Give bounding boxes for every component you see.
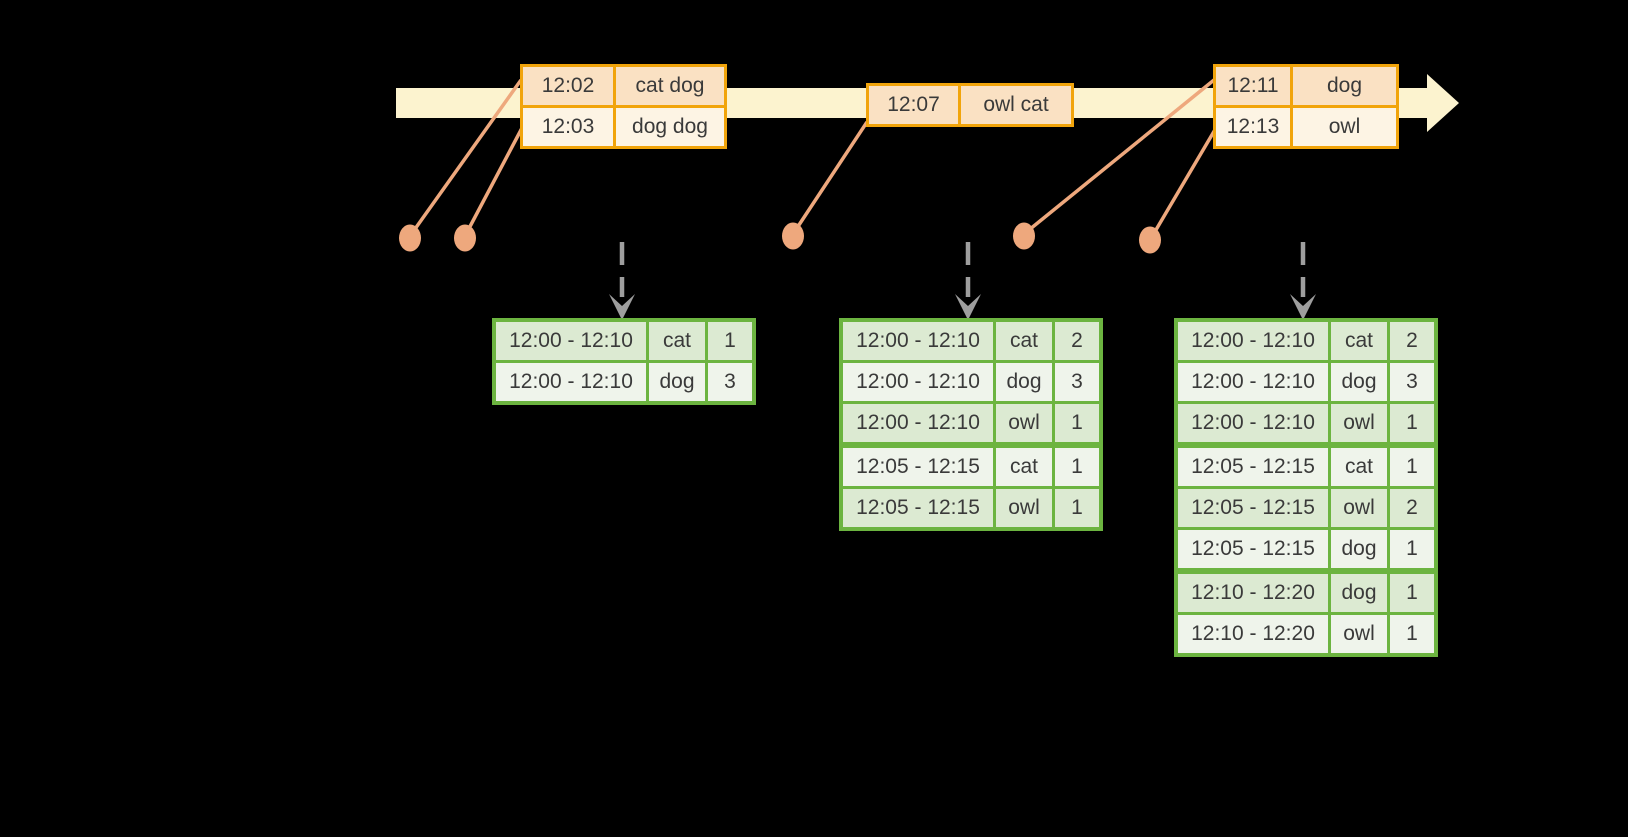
- count-cell: 2: [1387, 486, 1438, 530]
- count-cell: 1: [705, 318, 756, 363]
- word-cell: cat: [1328, 318, 1390, 363]
- window-cell: 12:00 - 12:10: [839, 360, 996, 404]
- table-row: 12:13 owl: [1213, 105, 1399, 149]
- word-cell: dog: [1328, 360, 1390, 404]
- trigger-arrow-icon: [609, 242, 635, 320]
- event-table-1: 12:02 cat dog 12:03 dog dog: [520, 64, 727, 149]
- word-cell: dog: [1328, 527, 1390, 573]
- count-cell: 1: [1387, 442, 1438, 489]
- event-dot: [782, 222, 804, 250]
- word-cell: dog: [646, 360, 708, 405]
- table-row: 12:10 - 12:20 dog 1: [1174, 568, 1438, 615]
- result-table-3: 12:00 - 12:10 cat 2 12:00 - 12:10 dog 3 …: [1174, 318, 1438, 657]
- window-cell: 12:05 - 12:15: [1174, 442, 1331, 489]
- window-cell: 12:00 - 12:10: [839, 318, 996, 363]
- result-table-2: 12:00 - 12:10 cat 2 12:00 - 12:10 dog 3 …: [839, 318, 1103, 531]
- event-table-3: 12:11 dog 12:13 owl: [1213, 64, 1399, 149]
- event-time-cell: 12:13: [1213, 105, 1293, 149]
- table-row: 12:05 - 12:15 owl 1: [839, 486, 1103, 531]
- event-time-cell: 12:07: [866, 83, 961, 127]
- window-cell: 12:00 - 12:10: [1174, 401, 1331, 447]
- table-row: 12:00 - 12:10 dog 3: [839, 360, 1103, 404]
- table-row: 12:05 - 12:15 cat 1: [1174, 442, 1438, 489]
- count-cell: 2: [1387, 318, 1438, 363]
- word-cell: owl: [993, 401, 1055, 447]
- event-connectors: [408, 78, 1218, 241]
- count-cell: 2: [1052, 318, 1103, 363]
- table-row: 12:03 dog dog: [520, 105, 727, 149]
- table-row: 12:07 owl cat: [866, 83, 1074, 127]
- word-cell: owl: [993, 486, 1055, 531]
- word-cell: cat: [1328, 442, 1390, 489]
- word-cell: owl: [1328, 486, 1390, 530]
- event-time-cell: 12:03: [520, 105, 616, 149]
- word-cell: cat: [993, 318, 1055, 363]
- count-cell: 1: [1052, 442, 1103, 489]
- window-cell: 12:05 - 12:15: [1174, 486, 1331, 530]
- window-cell: 12:00 - 12:10: [1174, 318, 1331, 363]
- window-cell: 12:00 - 12:10: [1174, 360, 1331, 404]
- table-row: 12:00 - 12:10 dog 3: [1174, 360, 1438, 404]
- event-dot: [454, 224, 476, 252]
- event-words-cell: owl cat: [958, 83, 1074, 127]
- window-cell: 12:10 - 12:20: [1174, 612, 1331, 657]
- count-cell: 3: [1052, 360, 1103, 404]
- event-words-cell: dog: [1290, 64, 1399, 108]
- event-time-cell: 12:11: [1213, 64, 1293, 108]
- word-cell: owl: [1328, 401, 1390, 447]
- event-connector-line: [1148, 127, 1218, 241]
- event-connector-line: [463, 127, 524, 237]
- count-cell: 1: [1387, 612, 1438, 657]
- count-cell: 1: [1052, 401, 1103, 447]
- count-cell: 1: [1387, 568, 1438, 615]
- event-words-cell: dog dog: [613, 105, 727, 149]
- count-cell: 3: [705, 360, 756, 405]
- count-cell: 1: [1387, 527, 1438, 573]
- table-row: 12:05 - 12:15 cat 1: [839, 442, 1103, 489]
- event-table-2: 12:07 owl cat: [866, 83, 1074, 127]
- table-row: 12:05 - 12:15 owl 2: [1174, 486, 1438, 530]
- word-cell: dog: [1328, 568, 1390, 615]
- window-cell: 12:05 - 12:15: [839, 442, 996, 489]
- trigger-arrow-icon: [1290, 242, 1316, 320]
- event-time-cell: 12:02: [520, 64, 616, 108]
- table-row: 12:02 cat dog: [520, 64, 727, 108]
- word-cell: owl: [1328, 612, 1390, 657]
- window-cell: 12:00 - 12:10: [839, 401, 996, 447]
- word-cell: cat: [993, 442, 1055, 489]
- window-cell: 12:10 - 12:20: [1174, 568, 1331, 615]
- word-cell: dog: [993, 360, 1055, 404]
- count-cell: 3: [1387, 360, 1438, 404]
- event-dot: [399, 224, 421, 252]
- trigger-arrow-icon: [955, 242, 981, 320]
- event-dot: [1013, 222, 1035, 250]
- event-connector-line: [791, 121, 869, 235]
- table-row: 12:00 - 12:10 cat 2: [839, 318, 1103, 363]
- event-dot: [1139, 226, 1161, 254]
- table-row: 12:11 dog: [1213, 64, 1399, 108]
- table-row: 12:05 - 12:15 dog 1: [1174, 527, 1438, 573]
- count-cell: 1: [1052, 486, 1103, 531]
- count-cell: 1: [1387, 401, 1438, 447]
- event-words-cell: cat dog: [613, 64, 727, 108]
- table-row: 12:10 - 12:20 owl 1: [1174, 612, 1438, 657]
- table-row: 12:00 - 12:10 owl 1: [1174, 401, 1438, 447]
- event-dots: [399, 222, 1161, 254]
- window-cell: 12:00 - 12:10: [492, 360, 649, 405]
- table-row: 12:00 - 12:10 cat 2: [1174, 318, 1438, 363]
- window-cell: 12:05 - 12:15: [839, 486, 996, 531]
- result-table-1: 12:00 - 12:10 cat 1 12:00 - 12:10 dog 3: [492, 318, 756, 405]
- event-words-cell: owl: [1290, 105, 1399, 149]
- window-cell: 12:00 - 12:10: [492, 318, 649, 363]
- event-connector-line: [1022, 78, 1216, 236]
- table-row: 12:00 - 12:10 dog 3: [492, 360, 756, 405]
- table-row: 12:00 - 12:10 owl 1: [839, 401, 1103, 447]
- event-connector-line: [408, 78, 523, 238]
- word-cell: cat: [646, 318, 708, 363]
- table-row: 12:00 - 12:10 cat 1: [492, 318, 756, 363]
- window-cell: 12:05 - 12:15: [1174, 527, 1331, 573]
- timeline-arrowhead-icon: [1427, 74, 1459, 132]
